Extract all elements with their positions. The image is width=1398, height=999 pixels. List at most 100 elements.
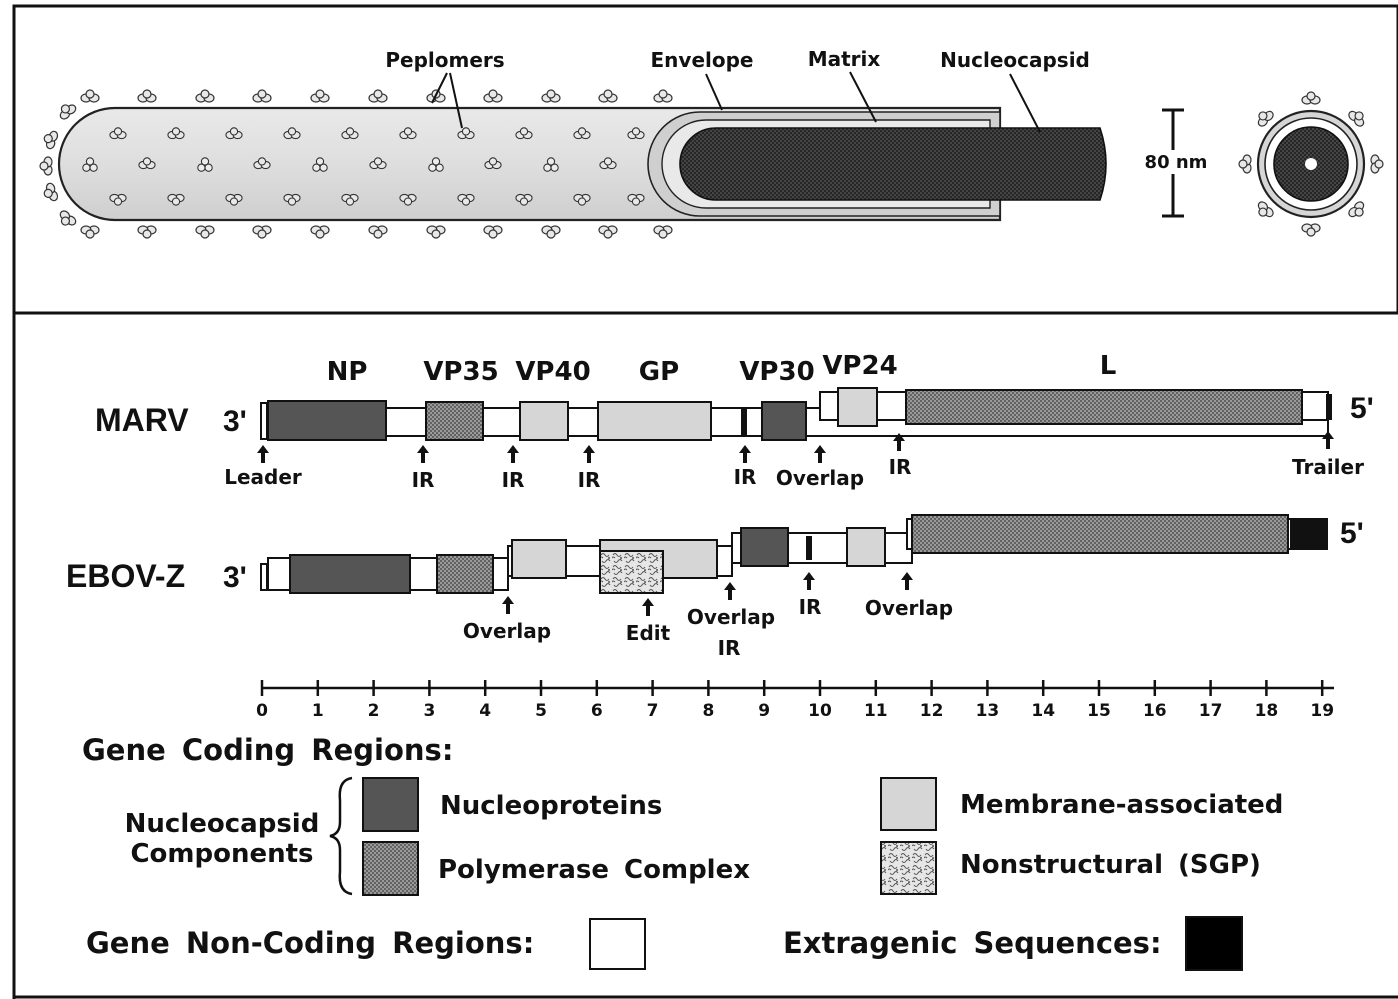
peplomer-icon xyxy=(252,89,272,103)
ebov-ir-label: IR xyxy=(799,595,822,619)
marv-ir1-label: IR xyxy=(412,468,435,492)
peplomer-icon xyxy=(195,225,215,239)
group-label-line1: Nucleocapsid xyxy=(125,809,320,839)
legend-membrane: Membrane-associated xyxy=(960,790,1283,820)
marv-5prime: 5' xyxy=(1350,392,1374,425)
peplomer-icon xyxy=(598,89,618,103)
genome-panel-frame xyxy=(12,313,1398,999)
marv-vp30 xyxy=(761,401,807,441)
legend-nonstructural: Nonstructural (SGP) xyxy=(960,850,1261,880)
marv-gp xyxy=(597,401,712,441)
ebov-vp24 xyxy=(846,527,886,567)
axis-tick-label: 4 xyxy=(479,701,491,721)
marv-ir4-mark xyxy=(741,408,747,436)
ebov-edit-label: Edit xyxy=(626,621,671,645)
peplomer-icon xyxy=(137,89,157,103)
matrix-label: Matrix xyxy=(808,47,881,71)
marv-np xyxy=(267,400,387,441)
axis-tick-label: 1 xyxy=(312,701,324,721)
peplomer-icon xyxy=(40,128,60,151)
axis-tick-label: 8 xyxy=(702,701,714,721)
legend-swatch-nucleoproteins xyxy=(362,777,419,832)
envelope-label: Envelope xyxy=(651,48,754,72)
marv-vp35 xyxy=(425,401,484,441)
scale-bar: 80 nm xyxy=(1140,108,1212,218)
peplomer-icon xyxy=(1238,154,1252,174)
ebov-genome: EBOV-Z 3' 5' Overlap Edit Overlap IR IR … xyxy=(66,514,1364,660)
marv-vp24 xyxy=(837,387,878,427)
peplomer-icon xyxy=(1346,106,1369,129)
peplomer-icon xyxy=(55,208,79,231)
peplomer-icon xyxy=(40,181,60,204)
peplomer-icon xyxy=(483,89,503,103)
axis-tick-label: 2 xyxy=(368,701,380,721)
ebov-leader xyxy=(260,563,268,591)
legend-polymerase: Polymerase Complex xyxy=(438,855,750,885)
marv-vp40 xyxy=(519,401,569,441)
ebov-vp30 xyxy=(740,527,789,567)
gene-header-np: NP xyxy=(327,357,368,387)
peplomer-icon xyxy=(252,225,272,239)
axis-tick-label: 7 xyxy=(647,701,659,721)
peplomer-icon xyxy=(1370,154,1384,174)
ebov-vp40 xyxy=(511,539,567,579)
marv-leader-label: Leader xyxy=(224,465,302,489)
virion-panel-frame xyxy=(12,4,1398,315)
peplomer-icon xyxy=(55,99,79,122)
peplomer-icon xyxy=(1253,106,1276,129)
ebov-vp35 xyxy=(436,554,494,594)
marv-trailer-label: Trailer xyxy=(1292,455,1364,479)
legend-nucleoproteins: Nucleoproteins xyxy=(440,791,662,821)
axis-tick-label: 13 xyxy=(976,701,1000,721)
marv-ir2-label: IR xyxy=(502,468,525,492)
axis-tick-label: 19 xyxy=(1310,701,1334,721)
marv-ir3-label: IR xyxy=(578,468,601,492)
peplomer-icon xyxy=(1346,199,1369,222)
axis-tick-label: 12 xyxy=(920,701,944,721)
scale-label: 80 nm xyxy=(1145,152,1208,173)
ebov-sgp xyxy=(599,550,664,594)
ebov-name: EBOV-Z xyxy=(66,558,185,594)
peplomers-label: Peplomers xyxy=(385,48,504,72)
marv-ir5-label: IR xyxy=(889,455,912,479)
ebov-ir-mark xyxy=(806,536,812,560)
marv-ir4-label: IR xyxy=(734,465,757,489)
ebov-overlap2-label: Overlap xyxy=(687,605,775,629)
peplomer-icon xyxy=(310,89,330,103)
peplomer-icon xyxy=(653,89,673,103)
ebov-3prime: 3' xyxy=(223,561,247,594)
axis-tick-label: 3 xyxy=(423,701,435,721)
extragenic-title: Extragenic Sequences: xyxy=(783,926,1162,960)
peplomer-icon xyxy=(39,156,53,176)
nucleocapsid-label: Nucleocapsid xyxy=(940,48,1090,72)
group-brace xyxy=(329,776,353,896)
peplomer-icon xyxy=(1301,91,1321,105)
gene-header-gp: GP xyxy=(639,357,679,387)
gene-header-vp40: VP40 xyxy=(515,357,590,387)
gene-headers: NP VP35 VP40 GP VP30 VP24 L xyxy=(327,351,1117,387)
axis-tick-label: 18 xyxy=(1255,701,1279,721)
gene-header-vp24: VP24 xyxy=(822,351,897,381)
peplomer-icon xyxy=(368,89,388,103)
peplomer-icon xyxy=(426,225,446,239)
marv-3prime: 3' xyxy=(223,405,247,438)
marv-name: MARV xyxy=(95,402,189,438)
axis-tick-label: 9 xyxy=(758,701,770,721)
axis-tick-label: 16 xyxy=(1143,701,1167,721)
peplomer-icon xyxy=(483,225,503,239)
legend-swatch-noncoding xyxy=(589,918,646,970)
axis-tick-label: 5 xyxy=(535,701,547,721)
peplomer-icon xyxy=(137,225,157,239)
peplomer-icon xyxy=(1301,223,1321,237)
axis-tick-label: 0 xyxy=(256,701,268,721)
legend-swatch-membrane xyxy=(880,777,937,831)
marv-trailer xyxy=(1326,394,1332,420)
ebov-trailer xyxy=(1290,520,1326,548)
ebov-overlap3-label: Overlap xyxy=(865,596,953,620)
peplomer-icon xyxy=(598,225,618,239)
ebov-5prime: 5' xyxy=(1340,517,1364,550)
peplomer-icon xyxy=(541,89,561,103)
virion-labels: Peplomers Envelope Matrix Nucleocapsid xyxy=(385,47,1090,133)
